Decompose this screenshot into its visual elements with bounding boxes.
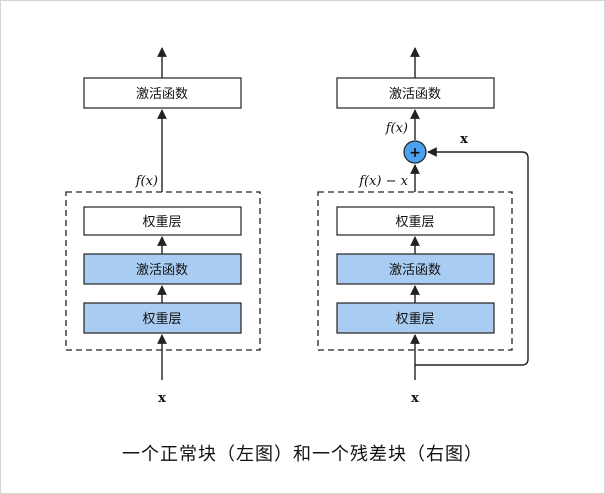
right-dashed-container — [317, 191, 513, 351]
normal-block: 激活函数 f(x) 权重层 激活函数 权重层 x — [65, 47, 261, 406]
left-activation-layer — [83, 253, 242, 285]
right-weight-layer-bottom-label: 权重层 — [395, 311, 434, 327]
left-activation-layer-label: 激活函数 — [136, 263, 188, 278]
left-weight-layer-bottom — [83, 302, 242, 334]
add-symbol: + — [409, 145, 421, 161]
left-top-activation-box — [83, 77, 242, 109]
right-activation-layer — [336, 253, 495, 285]
figure-caption: 一个正常块（左图）和一个残差块（右图） — [122, 444, 483, 465]
right-activation-layer-label: 激活函数 — [389, 263, 441, 278]
right-fx-label: f(x) — [385, 121, 408, 136]
right-weight-layer-bottom — [336, 302, 495, 334]
residual-block: 激活函数 f(x) + f(x) − x x 权重层 激活函数 权重层 x — [317, 47, 529, 406]
left-weight-layer-top-label: 权重层 — [142, 214, 181, 230]
left-weight-layer-bottom-label: 权重层 — [142, 311, 181, 327]
right-input-x: x — [411, 391, 419, 406]
left-weight-layer-top — [83, 206, 242, 236]
left-dashed-container — [65, 191, 261, 351]
right-weight-layer-top — [336, 206, 495, 236]
shortcut-x-label: x — [460, 132, 468, 147]
shortcut-connection — [415, 147, 529, 366]
right-top-activation-label: 激活函数 — [389, 87, 441, 102]
left-fx-label: f(x) — [135, 174, 158, 189]
left-top-activation-label: 激活函数 — [136, 87, 188, 102]
right-top-activation-box — [336, 77, 495, 109]
add-node — [403, 140, 427, 164]
left-input-x: x — [158, 391, 166, 406]
right-residual-label: f(x) − x — [358, 174, 408, 189]
right-weight-layer-top-label: 权重层 — [395, 214, 434, 230]
